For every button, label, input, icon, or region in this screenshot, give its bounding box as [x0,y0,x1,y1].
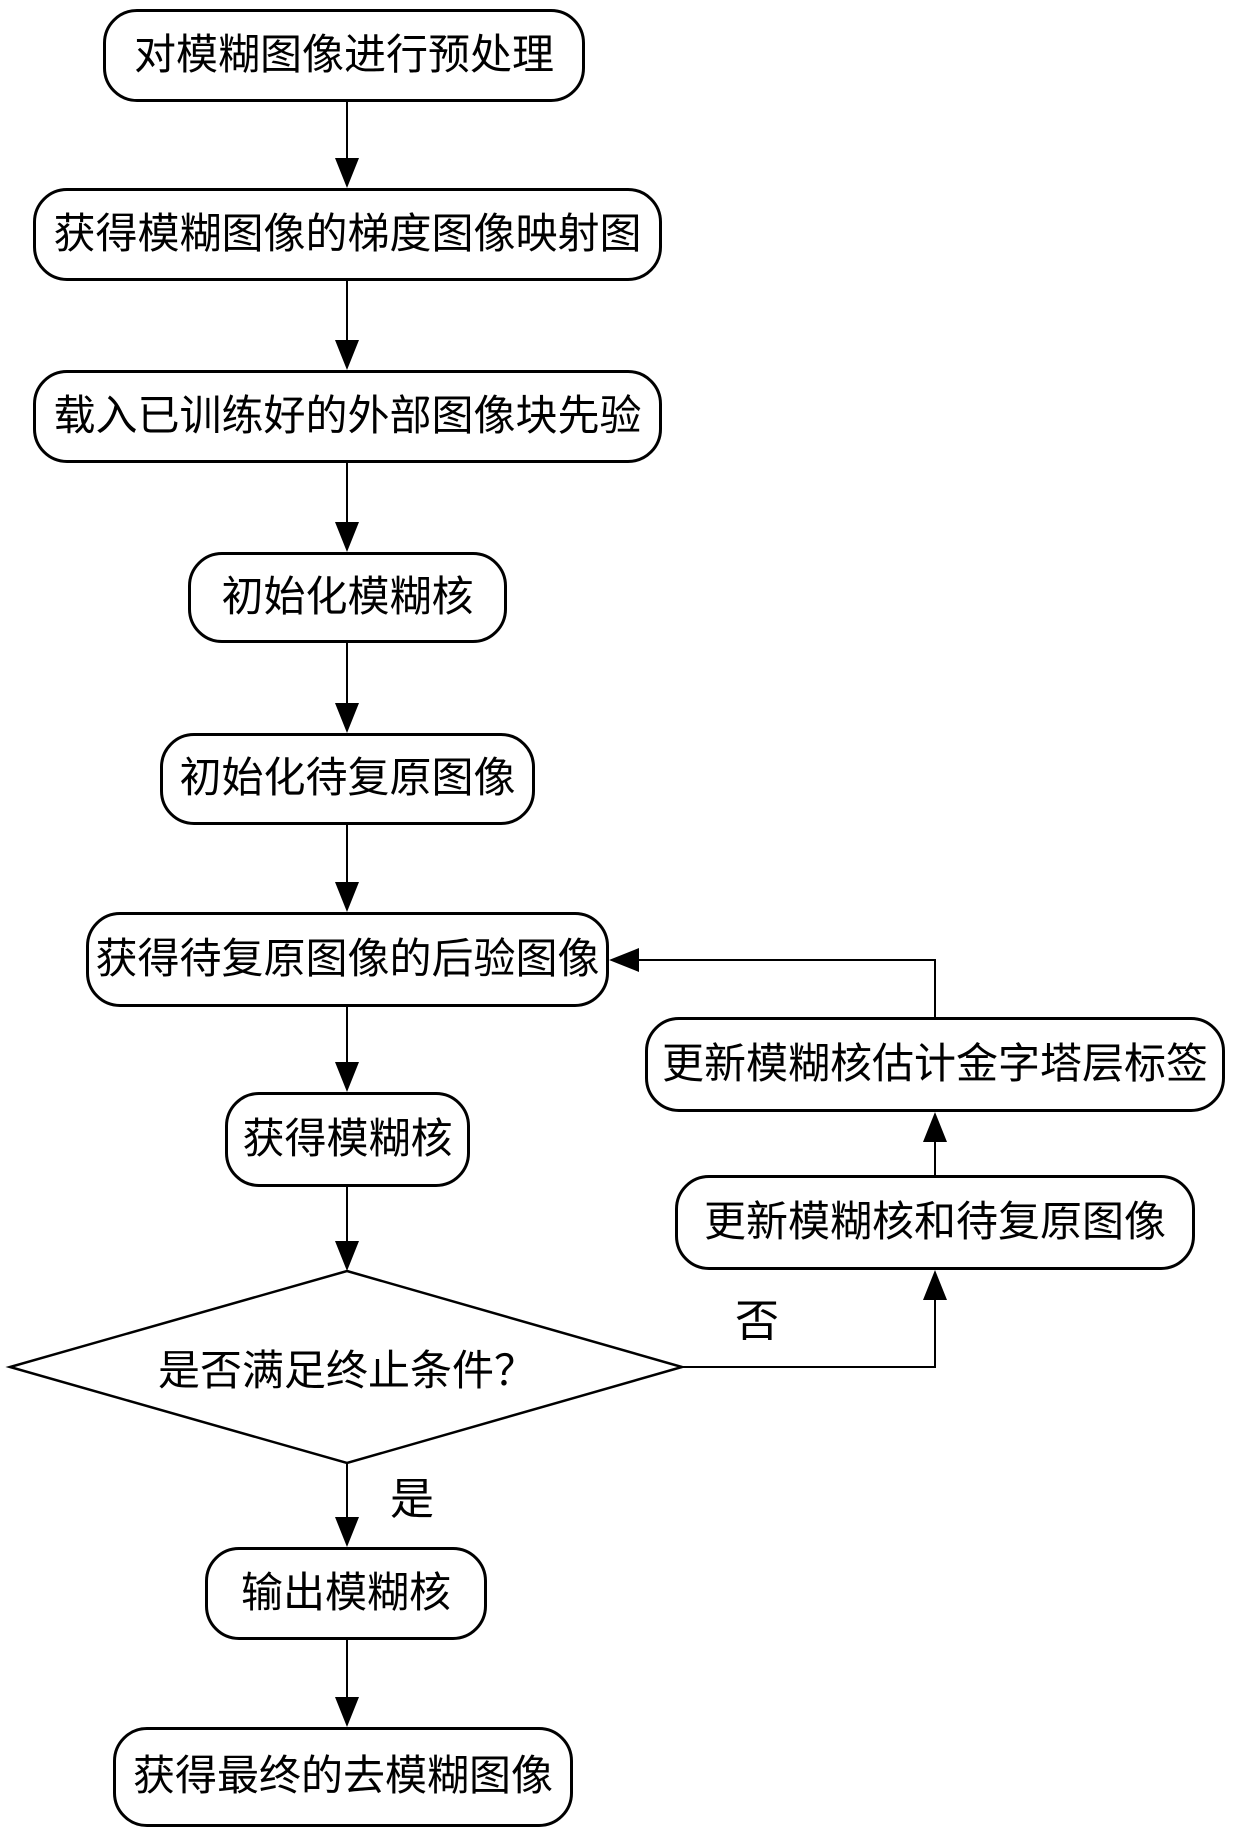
node-load-prior: 载入已训练好的外部图像块先验 [33,370,662,463]
arrow-load-prior-to-init-kernel [335,461,359,552]
node-final-image: 获得最终的去模糊图像 [113,1727,573,1827]
node-init-kernel: 初始化模糊核 [188,552,507,643]
arrow-get-kernel-to-decision [335,1185,359,1271]
node-init-image: 初始化待复原图像 [160,733,535,825]
node-update-kernel-image: 更新模糊核和待复原图像 [675,1175,1195,1270]
label-yes: 是 [390,1475,434,1524]
arrow-update-pyramid-to-posterior [609,948,936,1017]
node-gradient-map: 获得模糊图像的梯度图像映射图 [33,188,662,281]
label-no: 否 [735,1297,779,1346]
node-output-kernel: 输出模糊核 [205,1547,487,1640]
node-get-kernel: 获得模糊核 [225,1092,470,1187]
arrow-init-kernel-to-init-image [335,641,359,733]
arrow-update-kernel-image-to-update-pyramid [923,1112,947,1175]
arrow-posterior-to-get-kernel [335,1005,359,1092]
arrow-gradient-map-to-load-prior [335,279,359,370]
arrow-init-image-to-posterior [335,823,359,912]
node-posterior: 获得待复原图像的后验图像 [86,912,609,1007]
arrow-preprocess-to-gradient-map [335,100,359,188]
arrow-decision-no-to-update-kernel-image [682,1270,947,1368]
arrow-output-kernel-to-final-image [335,1638,359,1727]
node-update-pyramid-label: 更新模糊核估计金字塔层标签 [645,1017,1225,1112]
decision-node: 是否满足终止条件？ [157,1348,536,1395]
node-preprocess: 对模糊图像进行预处理 [103,9,585,102]
arrow-decision-yes-to-output-kernel [335,1463,359,1547]
